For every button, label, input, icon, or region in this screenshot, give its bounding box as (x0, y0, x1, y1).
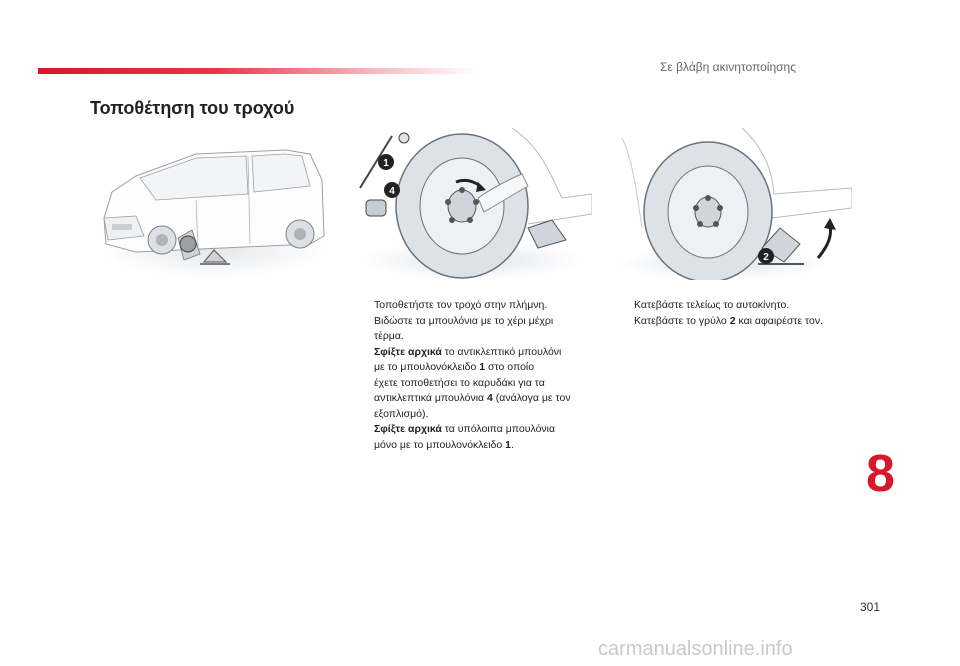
callout-2: 2 (763, 252, 769, 263)
instructions-left: Τοποθετήστε τον τροχό στην πλήμνη. Βιδώσ… (352, 298, 592, 453)
callout-4: 4 (389, 186, 395, 197)
callout-1: 1 (383, 158, 389, 169)
list-item: Σφίξτε αρχικά το αντικλεπτικό μπουλόνι μ… (374, 345, 571, 420)
instructions-right: Κατεβάστε τελείως το αυτοκίνητο. Κατεβάσ… (612, 298, 872, 329)
list-item: Κατεβάστε τελείως το αυτοκίνητο. (634, 299, 790, 311)
chapter-number: 8 (866, 445, 895, 503)
page-title: Τοποθέτηση του τροχού (90, 98, 295, 118)
list-item: Σφίξτε αρχικά τα υπόλοιπα μπουλόνια μόνο… (374, 423, 556, 451)
list-item: Τοποθετήστε τον τροχό στην πλήμνη. (374, 299, 548, 311)
watermark: carmanualsonline.info (598, 638, 793, 660)
wheel-fitting-illustration: 1 4 (359, 128, 592, 280)
page-number: 301 (860, 600, 881, 614)
header-accent-bar (38, 68, 478, 74)
car-lowering-illustration: 2 (618, 128, 852, 280)
van-illustration (102, 149, 326, 278)
list-item: Κατεβάστε το γρύλο 2 και αφαιρέστε τον. (634, 314, 824, 327)
list-item: Βιδώστε τα μπουλόνια με το χέρι μέχρι τέ… (374, 314, 554, 343)
section-title: Σε βλάβη ακινητοποίησης (660, 60, 797, 74)
